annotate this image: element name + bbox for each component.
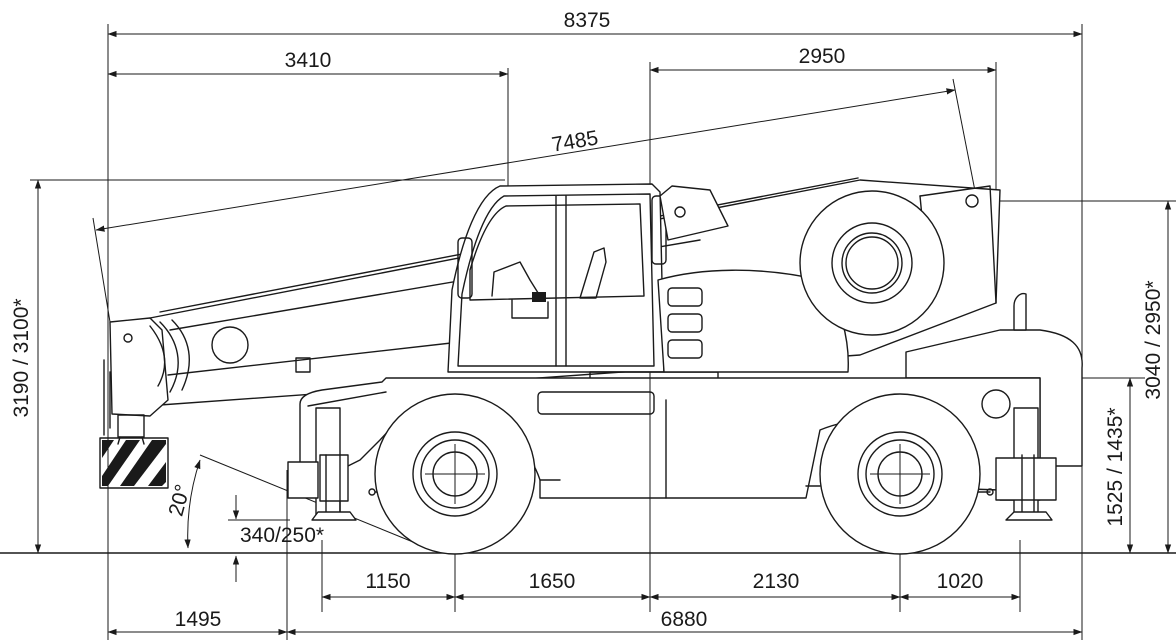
front-outrigger: [287, 407, 357, 521]
winch-drum: [799, 190, 945, 336]
rear-wheel: [819, 393, 981, 555]
label-boom-length: 7485: [550, 126, 600, 156]
label-axle-height: 1525 / 1435*: [1104, 407, 1127, 526]
label-ground-clearance: 340/250*: [240, 524, 324, 547]
label-front-axle-to-center: 1650: [529, 570, 576, 593]
label-front-to-boom-pivot: 3410: [285, 49, 332, 72]
label-rear-section: 2950: [799, 45, 846, 68]
label-height-head: 3040 / 2950*: [1142, 280, 1165, 399]
operator-cab: [447, 183, 719, 383]
label-rear-axle-outrigger: 1020: [937, 570, 984, 593]
label-front-overhang: 1495: [175, 608, 222, 631]
dimension-lines: [34, 30, 1172, 636]
label-outrigger-front-axle: 1150: [365, 570, 410, 593]
superstructure: [657, 185, 1083, 467]
label-overall-length: 8375: [564, 9, 611, 32]
label-chassis-length: 6880: [661, 608, 708, 631]
label-approach-angle: 20°: [165, 482, 195, 519]
boom-head: [99, 317, 190, 489]
front-wheel: [374, 393, 536, 555]
label-center-to-rear-axle: 2130: [753, 570, 800, 593]
rear-outrigger: [995, 407, 1057, 521]
label-height-boom: 3190 / 3100*: [10, 298, 33, 417]
